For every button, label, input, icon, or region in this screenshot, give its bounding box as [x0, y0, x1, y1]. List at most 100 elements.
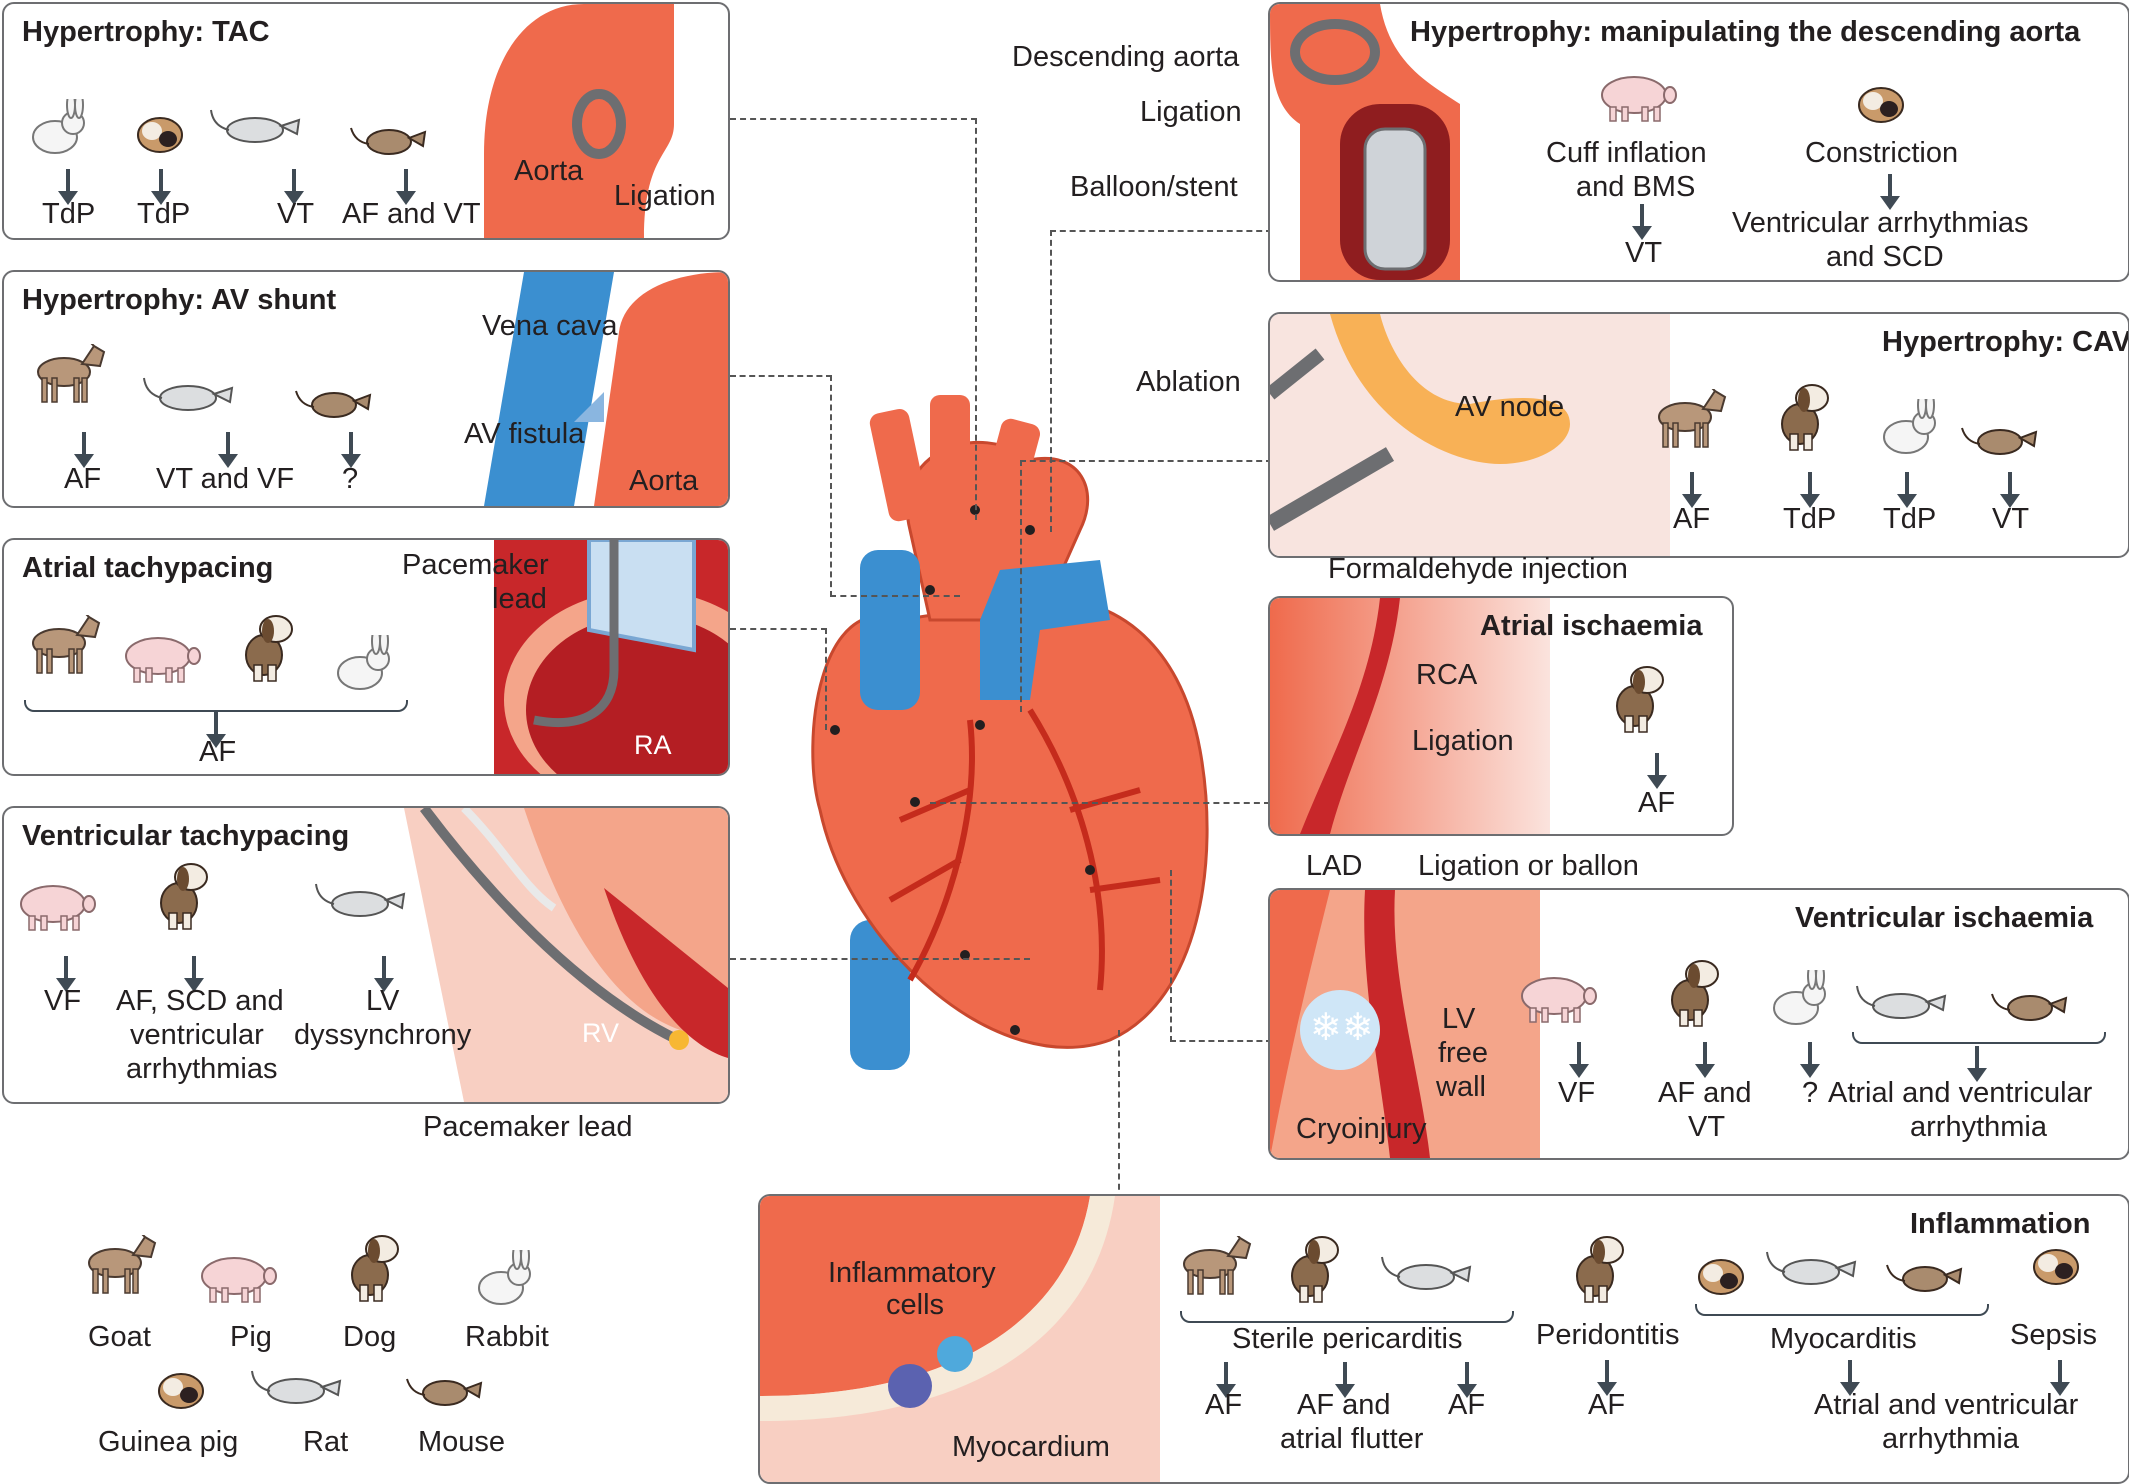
inflammation-title: Inflammation [1910, 1208, 2091, 1240]
cavb-arrow-4 [2000, 472, 2020, 508]
tac-outcome-4: AF and VT [342, 198, 481, 230]
rat-icon [315, 883, 405, 917]
tac-outcome-1: TdP [42, 198, 96, 230]
legend-mouse: Mouse [418, 1426, 506, 1458]
goat-icon [1183, 1236, 1251, 1295]
tac-aorta-label: Aorta [514, 155, 584, 187]
cavb-ablation: Ablation [1136, 366, 1241, 398]
ventricular-ischaemia-title: Ventricular ischaemia [1795, 902, 2094, 934]
descending-aorta-constr-out-1: Ventricular arrhythmias [1732, 207, 2029, 239]
ventricular-ischaemia-outcome-atrial: Atrial and ventricular [1828, 1077, 2093, 1109]
inflammation-outcome-6: Atrial and ventricular [1814, 1389, 2079, 1421]
ventricular-tachy-rv: RV [582, 1018, 620, 1048]
ventricular-tachy-outcome-lv2: dyssynchrony [294, 1019, 472, 1051]
inflammation-cells-2: cells [886, 1289, 945, 1321]
panel-atrial-ischaemia: Atrial ischaemia RCA Ligation AF [1268, 596, 1734, 836]
panel-tac: Hypertrophy: TAC Aorta Ligation TdP TdP … [2, 2, 730, 240]
inflammation-illustration [760, 1196, 1160, 1482]
av-shunt-illustration [484, 272, 728, 506]
cavb-arrow-1 [1682, 472, 1702, 508]
ventricular-tachy-title: Ventricular tachypacing [22, 820, 350, 852]
dog-icon [351, 1235, 399, 1302]
atrial-tachy-lead-2: lead [492, 583, 547, 615]
tac-arrow-3 [284, 169, 304, 205]
pig-icon [20, 885, 96, 931]
av-shunt-fistula: AV fistula [464, 418, 585, 450]
descending-aorta-balloon-label: Balloon/stent [1070, 171, 1238, 203]
heart-illustration [811, 395, 1209, 1070]
descending-aorta-cuff-1: Cuff inflation [1546, 137, 1707, 169]
panel-cavb: Hypertrophy: CAVB AV node AF TdP TdP VT [1268, 312, 2129, 558]
legend-guinea-pig: Guinea pig [98, 1426, 239, 1458]
rat-icon [143, 377, 233, 411]
rat-icon [210, 109, 300, 143]
connector-avshunt-2 [830, 595, 960, 597]
ventricular-tachy-arrow-1 [56, 956, 76, 992]
descending-aorta-cuff-2: and BMS [1576, 171, 1696, 203]
descending-aorta-label: Descending aorta [1012, 41, 1240, 73]
av-shunt-arrow-1 [74, 432, 94, 468]
cavb-outcome-2: TdP [1783, 503, 1837, 535]
tac-ligation-label: Ligation [614, 180, 716, 212]
ventricular-ischaemia-outcome-af: AF and [1658, 1077, 1752, 1109]
dog-icon [160, 863, 208, 930]
inflammation-arrow-5 [1840, 1360, 1860, 1396]
guinea-pig-icon [1698, 1259, 1744, 1295]
ventricular-ischaemia-arrow-2 [1695, 1042, 1715, 1078]
goat-icon [88, 1235, 156, 1294]
panel-ventricular-tachypacing: Ventricular tachypacing RV VF AF, SCD an… [2, 806, 730, 1104]
descending-aorta-constriction: Constriction [1805, 137, 1959, 169]
ventricular-ischaemia-outcome-arr: arrhythmia [1910, 1111, 2047, 1143]
mouse-icon [350, 127, 426, 155]
atrial-ischaemia-rca: RCA [1416, 659, 1478, 691]
ventricular-tachy-arrow-3 [374, 956, 394, 992]
panel-atrial-tachypacing: Atrial tachypacing Pacemaker lead RA AF [2, 538, 730, 776]
legend-dog: Dog [343, 1321, 397, 1353]
goat-icon [1658, 389, 1726, 448]
dog-icon [1781, 384, 1829, 451]
atrial-ischaemia-arrow [1647, 753, 1667, 789]
panel-descending-aorta: Hypertrophy: manipulating the descending… [1268, 2, 2129, 282]
mouse-icon [406, 1378, 482, 1406]
legend-goat: Goat [88, 1321, 151, 1353]
tac-arrow-2 [151, 169, 171, 205]
rabbit-icon [1883, 399, 1936, 454]
rat-icon [1856, 985, 1946, 1019]
guinea-pig-icon [137, 117, 183, 153]
ventricular-ischaemia-arrow-3 [1800, 1042, 1820, 1078]
ventricular-tachy-arrow-2 [184, 956, 204, 992]
ventricular-ischaemia-lv-1: LV [1442, 1003, 1476, 1035]
inflammation-cells-1: Inflammatory [828, 1257, 996, 1289]
legend-pig: Pig [230, 1321, 272, 1353]
descending-aorta-constr-out-2: and SCD [1826, 241, 1944, 273]
ventricular-ischaemia-arrow-1 [1569, 1042, 1589, 1078]
connector-inflammation [1118, 1030, 1120, 1200]
ventricular-ischaemia-lv-2: free [1438, 1037, 1488, 1069]
rabbit-icon [32, 99, 85, 154]
av-shunt-arrow-3 [341, 432, 361, 468]
descending-aorta-illustration [1270, 4, 1460, 280]
av-shunt-title: Hypertrophy: AV shunt [22, 284, 337, 316]
inflammation-sepsis: Sepsis [2010, 1319, 2098, 1351]
ventricular-ischaemia-outcome-vt: VT [1688, 1111, 1726, 1143]
pig-icon [1521, 977, 1597, 1023]
cavb-outcome-1: AF [1673, 503, 1711, 535]
mouse-icon [1961, 427, 2037, 455]
descending-aorta-arrow-2 [1880, 174, 1900, 210]
tac-outcome-2: TdP [137, 198, 191, 230]
ventricular-tachy-outcome-vf: VF [44, 985, 82, 1017]
av-shunt-aorta: Aorta [629, 465, 699, 497]
mouse-icon [1886, 1264, 1962, 1292]
connector-descaorta [1050, 230, 1272, 532]
inflammation-outcome-3: atrial flutter [1280, 1423, 1424, 1455]
panel-inflammation: Inflammation Inflammatory cells Myocardi… [758, 1194, 2129, 1484]
ventricular-ischaemia-outcome-vf: VF [1558, 1077, 1596, 1109]
rabbit-icon [1773, 970, 1826, 1025]
legend: Goat Pig Dog Rabbit Guinea pig Rat Mouse [60, 1230, 620, 1470]
inflammation-arrow-4 [1597, 1360, 1617, 1396]
dog-icon [1616, 666, 1664, 733]
rat-icon [251, 1370, 341, 1404]
inflammation-outcome-2: AF and [1297, 1389, 1391, 1421]
ventricular-tachy-outcome-af2: ventricular [130, 1019, 264, 1051]
connector-atrialisch [930, 802, 1270, 804]
